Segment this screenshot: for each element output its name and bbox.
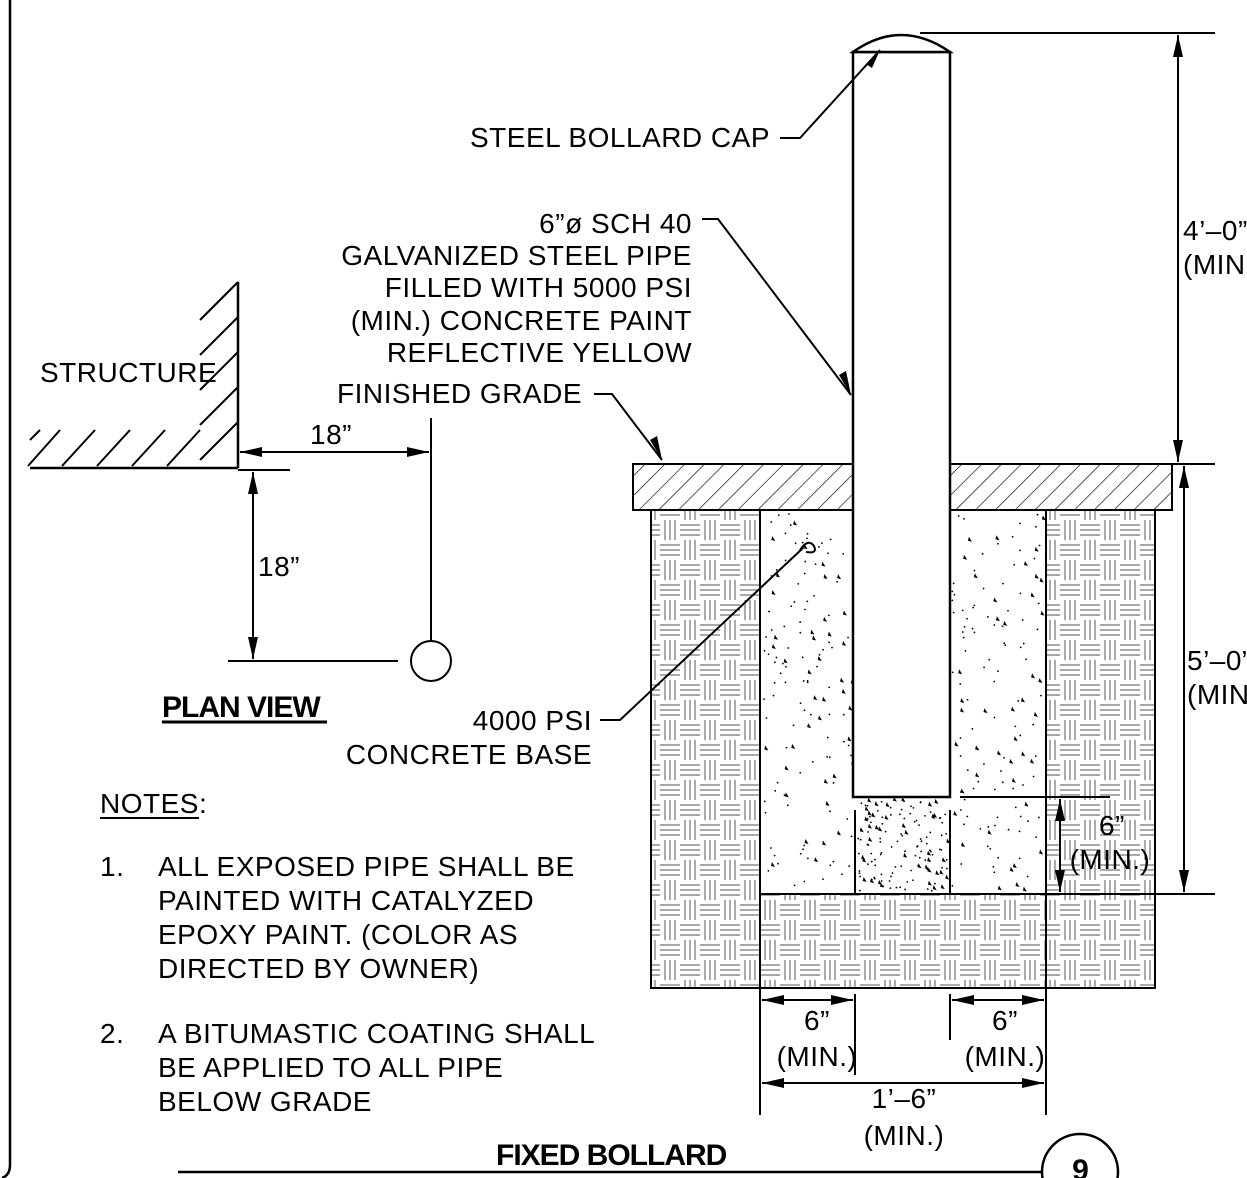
note-1-number: 1.: [100, 851, 124, 882]
depth-dim-min: (MIN.): [1187, 679, 1247, 710]
left-clear-arrow-right: [831, 995, 853, 1005]
height-dim-min: (MIN.): [1183, 249, 1247, 280]
width-arrow-right: [1022, 1078, 1044, 1088]
sheet-border: [1, 0, 12, 1178]
pipe-leader-arrow: [839, 371, 851, 395]
height-dim-arrow-top: [1173, 35, 1183, 57]
bottom-clear-arrow-top: [1055, 799, 1065, 821]
left-clear-value: 6”: [804, 1005, 830, 1036]
cap-leader-arrow: [866, 50, 880, 68]
note-1-line-4: DIRECTED BY OWNER): [158, 953, 479, 984]
note-2-number: 2.: [100, 1018, 124, 1049]
base-label-line-2: CONCRETE BASE: [346, 739, 592, 770]
base-leader: [600, 547, 804, 721]
depth-dim-arrow-bottom: [1179, 870, 1189, 892]
depth-dim-arrow-top: [1179, 466, 1189, 488]
plan-view: STRUCTURE 18” 18” PLAN VIEW: [27, 281, 452, 724]
note-2-line-1: A BITUMASTIC COATING SHALL: [158, 1018, 595, 1049]
note-2-line-3: BELOW GRADE: [158, 1086, 372, 1117]
pipe-label-line-4: (MIN.) CONCRETE PAINT: [351, 305, 692, 336]
detail-title-block: FIXED BOLLARD 9: [178, 1132, 1120, 1178]
plan-dim-arrow-top: [248, 472, 258, 494]
pipe-label-line-5: REFLECTIVE YELLOW: [387, 337, 692, 368]
steel-pipe: [851, 50, 952, 799]
bottom-clear-min: (MIN.): [1070, 844, 1151, 875]
structure-hatch: [27, 281, 239, 467]
pipe-label-line-2: GALVANIZED STEEL PIPE: [341, 240, 692, 271]
note-1-line-1: ALL EXPOSED PIPE SHALL BE: [158, 851, 575, 882]
plan-dim-arrow-bottom: [248, 637, 258, 659]
width-dim-min: (MIN.): [864, 1120, 945, 1151]
grade-label: FINISHED GRADE: [337, 378, 582, 409]
plan-dim-horizontal: 18”: [310, 419, 352, 450]
plan-dim-arrow-right: [407, 447, 429, 457]
pipe-label-line-1: 6”ø SCH 40: [539, 208, 692, 239]
cap-leader: [780, 49, 881, 139]
leaders: [594, 49, 881, 721]
bottom-clear-value: 6”: [1099, 810, 1125, 841]
grade-leader: [594, 393, 663, 461]
note-1-line-3: EPOXY PAINT. (COLOR AS: [158, 919, 518, 950]
pipe-leader: [702, 218, 852, 396]
dimensions: [759, 32, 1215, 1115]
grade-leader-arrow: [650, 436, 662, 460]
plan-dim-vertical: 18”: [258, 551, 300, 582]
left-clear-arrow-left: [762, 995, 784, 1005]
notes: NOTES: 1. ALL EXPOSED PIPE SHALL BE PAIN…: [100, 788, 595, 1117]
cap-label: STEEL BOLLARD CAP: [470, 122, 770, 153]
note-2-line-2: BE APPLIED TO ALL PIPE: [158, 1052, 503, 1083]
bollard-section: [632, 33, 1173, 989]
height-dim-value: 4’–0”: [1183, 215, 1247, 246]
detail-title: FIXED BOLLARD: [496, 1139, 727, 1172]
base-label-line-1: 4000 PSI: [473, 705, 592, 736]
bollard-plan-circle: [410, 640, 452, 682]
pipe-label-line-3: FILLED WITH 5000 PSI: [385, 272, 692, 303]
notes-heading: NOTES:: [100, 788, 207, 819]
detail-number-bubble: [1040, 1132, 1120, 1178]
width-arrow-left: [762, 1078, 784, 1088]
height-dim-arrow-bottom: [1173, 440, 1183, 462]
base-leader-mark: [799, 541, 816, 554]
bottom-clear-arrow-bottom: [1055, 870, 1065, 892]
width-dim-value: 1’–6”: [872, 1083, 937, 1114]
right-clear-min: (MIN.): [965, 1041, 1046, 1072]
right-clear-arrow-right: [1022, 995, 1044, 1005]
structure-label: STRUCTURE: [40, 357, 217, 388]
note-1-line-2: PAINTED WITH CATALYZED: [158, 885, 534, 916]
depth-dim-value: 5’–0”: [1187, 645, 1247, 676]
right-clear-arrow-left: [952, 995, 974, 1005]
plan-view-title: PLAN VIEW: [162, 691, 321, 724]
section-labels: STEEL BOLLARD CAP 6”ø SCH 40 GALVANIZED …: [337, 122, 1247, 1151]
plan-dim-arrow-left: [240, 447, 262, 457]
left-clear-min: (MIN.): [777, 1041, 858, 1072]
detail-number: 9: [1072, 1154, 1088, 1178]
bollard-cap: [849, 33, 954, 54]
right-clear-value: 6”: [992, 1005, 1018, 1036]
